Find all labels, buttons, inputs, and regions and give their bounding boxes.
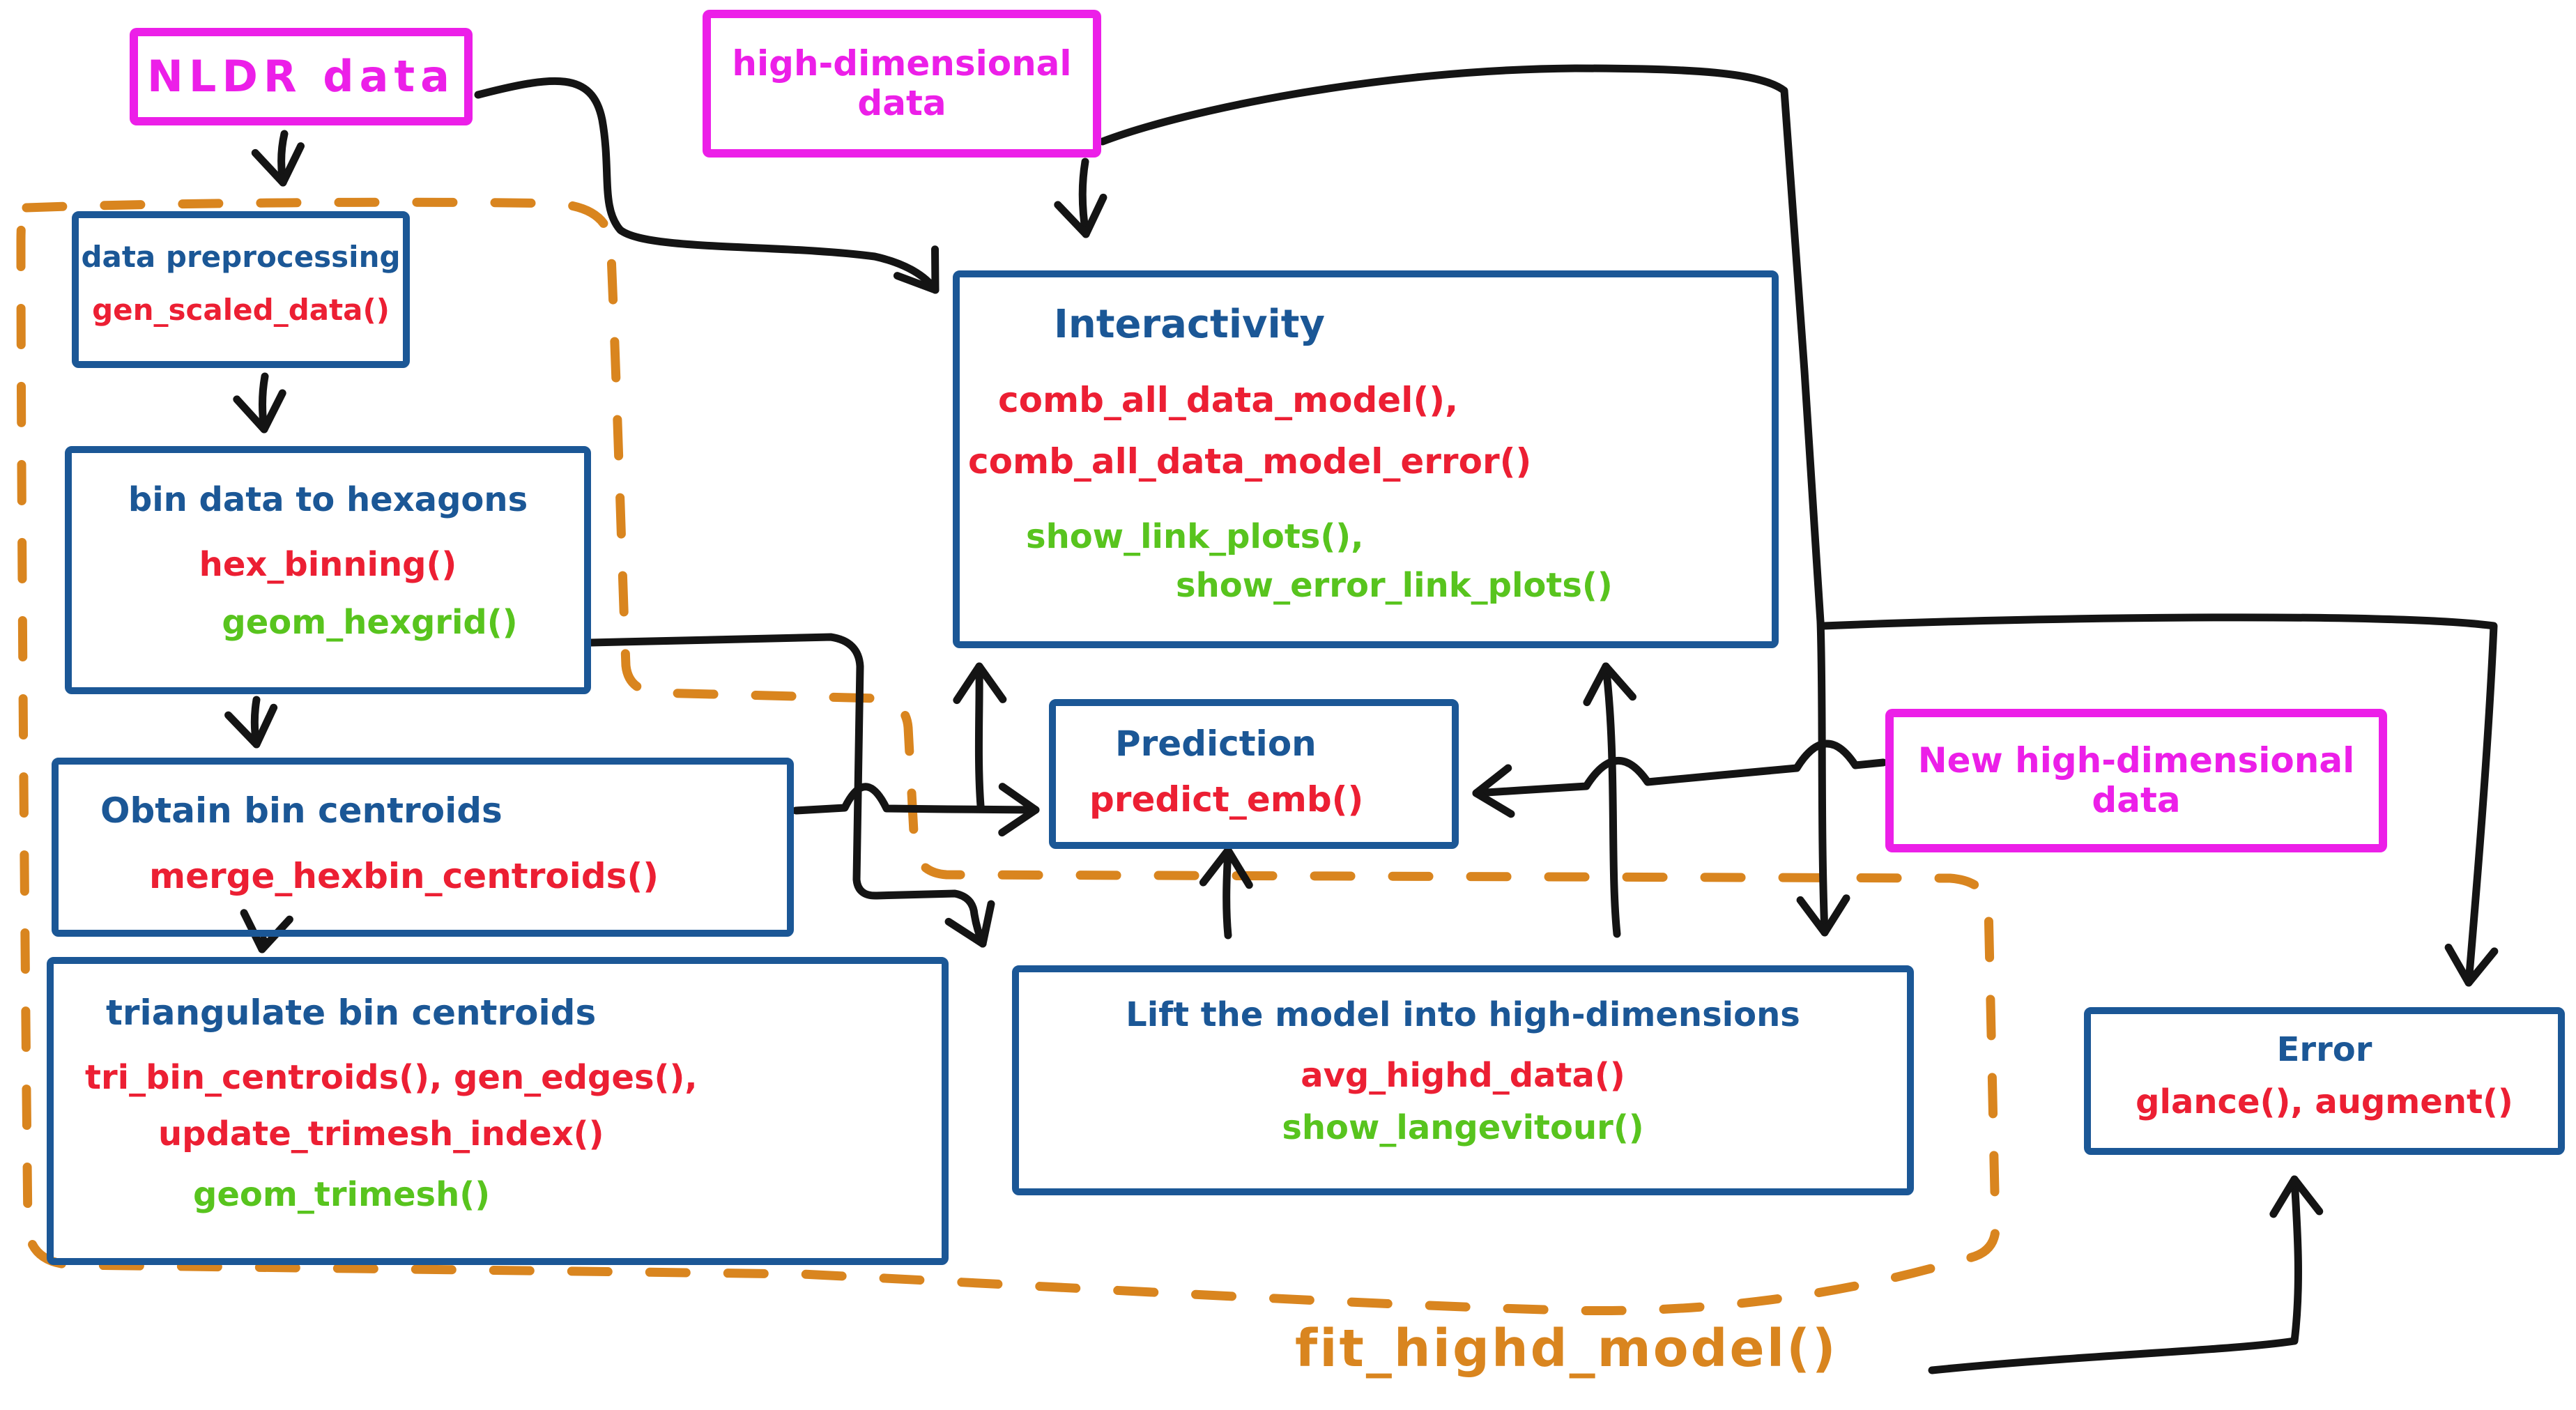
node-triangulate-fn-green: geom_trimesh() [193,1174,491,1214]
node-interactivity-fn-green2: show_error_link_plots() [1176,565,1613,605]
node-prediction-fn: predict_emb() [1089,779,1364,820]
node-interactivity-title: Interactivity [1054,302,1325,347]
node-highd-data: high-dimensional data [703,10,1101,158]
edge-centroids-branch-to-interactivity [953,662,1007,810]
node-lift-title: Lift the model into high-dimensions [1126,995,1800,1034]
edge-nldr-to-interactivity [474,77,940,294]
edge-junction-to-error [1819,613,2499,987]
node-triangulate-fn-red1: tri_bin_centroids(), gen_edges(), [85,1057,698,1097]
node-lift-fn-red: avg_highd_data() [1301,1056,1625,1096]
node-new-highd-line1: New high-dimensional [1917,740,2355,781]
node-centroids: Obtain bin centroids merge_hexbin_centro… [52,758,794,937]
edge-highd-to-junction [1098,64,1825,626]
node-prediction: Prediction predict_emb() [1049,699,1459,849]
node-preprocessing: data preprocessing gen_scaled_data() [72,211,410,368]
node-nldr-label: NLDR data [147,51,455,102]
node-new-highd-line2: data [2092,780,2181,820]
edge-highd-to-interactivity [1054,158,1107,238]
edge-hexbin-to-lift [587,633,995,948]
node-interactivity: Interactivity comb_all_data_model(), com… [953,270,1779,648]
edge-hexbin-to-centroids [224,696,278,749]
fit-highd-model-label: fit_highd_model() [1295,1319,1838,1379]
node-hexbin-fn-green: geom_hexgrid() [222,603,518,643]
node-preprocessing-title: data preprocessing [81,240,401,274]
node-hexbin-fn-red: hex_binning() [199,545,457,585]
node-highd-line1: high-dimensional [732,43,1072,84]
node-error-title: Error [2276,1030,2372,1069]
edge-centroids-to-triangulate [240,909,293,953]
node-centroids-title: Obtain bin centroids [100,790,503,831]
node-lift-model: Lift the model into high-dimensions avg_… [1012,965,1914,1195]
node-nldr-data: NLDR data [130,28,473,125]
node-centroids-fn: merge_hexbin_centroids() [149,855,659,896]
node-preprocessing-fn: gen_scaled_data() [92,293,390,328]
edge-fit-model-to-error [1928,1175,2324,1374]
edge-junction-to-lift [1796,618,1850,937]
edge-nldr-to-preprocessing [251,130,305,187]
edge-preprocessing-to-hexbin [233,372,286,434]
node-triangulate-fn-red2: update_trimesh_index() [158,1114,604,1154]
node-highd-line2: data [857,83,946,123]
node-triangulate: triangulate bin centroids tri_bin_centro… [47,957,949,1265]
node-hexbin-title: bin data to hexagons [128,480,528,519]
node-prediction-title: Prediction [1115,723,1317,764]
node-error: Error glance(), augment() [2084,1007,2565,1155]
edge-lift-to-interactivity [1583,662,1636,938]
node-error-fn: glance(), augment() [2136,1082,2513,1122]
node-triangulate-title: triangulate bin centroids [106,993,597,1033]
dashed-boundary [16,197,2000,1316]
node-new-highd-data: New high-dimensional data [1885,709,2387,852]
node-interactivity-fn-red1: comb_all_data_model(), [998,380,1459,421]
node-lift-fn-green: show_langevitour() [1282,1108,1644,1148]
node-interactivity-fn-green1: show_link_plots(), [1026,517,1364,557]
edge-lift-to-prediction [1199,846,1253,940]
edge-newhighd-to-prediction [1472,740,1887,818]
edge-centroids-to-prediction [792,783,1040,837]
node-hexbin: bin data to hexagons hex_binning() geom_… [65,446,591,694]
node-interactivity-fn-red2: comb_all_data_model_error() [968,440,1532,482]
